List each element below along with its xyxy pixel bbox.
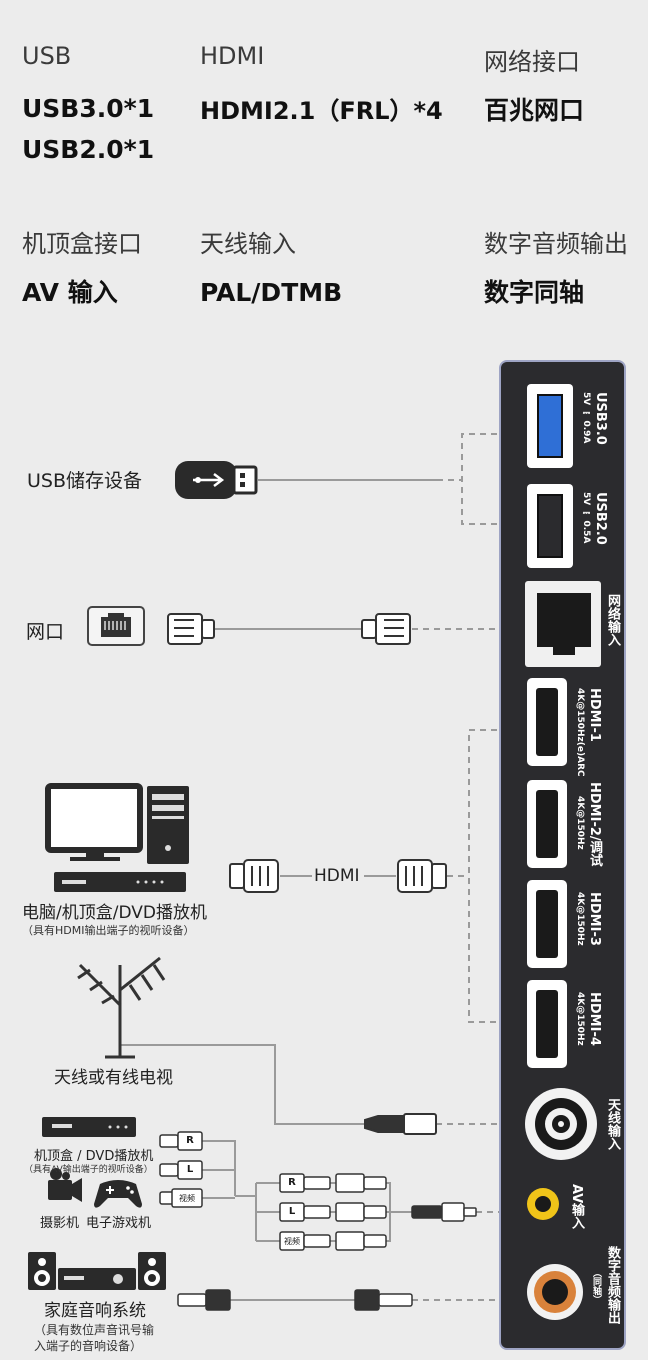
usb2-port-label: USB2.0	[593, 492, 608, 545]
hdmi-dashed-bracket	[468, 729, 497, 1023]
usb2-tongue-icon	[537, 494, 563, 558]
rj45-plug-left-icon	[167, 613, 215, 645]
spec-value: USB3.0*1	[22, 94, 155, 123]
hdmi1-port-spec: 4K@150Hz(e)ARC	[575, 688, 585, 777]
computer-sublabel: （具有HDMI输出端子的视听设备）	[22, 924, 195, 937]
rca-l-label: L	[288, 1206, 296, 1217]
antenna-port-label: 天线输入	[605, 1098, 620, 1150]
hdmi2-port-label: HDMI-2/调试	[587, 782, 602, 867]
hdmi2-port-spec: 4K@150Hz	[575, 796, 585, 850]
spec-label: USB	[22, 42, 72, 70]
usb2-port-spec: 5V ⎓ 0.5A	[581, 492, 591, 544]
hdmi4-port-label: HDMI-4	[587, 992, 602, 1046]
rca-right-bundle	[386, 1182, 412, 1242]
rca-plug-icon	[279, 1202, 331, 1222]
rca-left-bundle	[202, 1140, 256, 1199]
settop-label: 机顶盒 / DVD播放机	[34, 1149, 154, 1164]
settop-sublabel: （具有AV输出端子的视听设备）	[24, 1165, 153, 1175]
rj45-plug-right-icon	[361, 613, 411, 645]
rca-plug-icon	[335, 1202, 387, 1222]
tv-rear-panel: USB3.0 5V ⎓ 0.9A USB2.0 5V ⎓ 0.5A 网络输入 H…	[499, 360, 626, 1350]
antenna-icon	[77, 956, 166, 1059]
settop-box-icon	[42, 1117, 136, 1137]
antenna-cable	[120, 1044, 365, 1125]
coax-plug-right-icon	[354, 1289, 413, 1311]
rca-plug-icon	[159, 1131, 203, 1151]
antenna-label: 天线或有线电视	[54, 1068, 173, 1088]
digital-audio-port[interactable]	[527, 1264, 583, 1320]
antenna-plug-icon	[364, 1113, 437, 1135]
spec-value: PAL/DTMB	[200, 278, 343, 307]
hdmi4-port-spec: 4K@150Hz	[575, 992, 585, 1046]
spec-label: 机顶盒接口	[22, 230, 142, 258]
speaker-system-icon	[28, 1252, 166, 1290]
hdmi-cable-label: HDMI	[314, 866, 360, 886]
home-audio-sublabel: （具有数位声音讯号输	[34, 1323, 155, 1337]
rj45-socket-icon	[537, 593, 591, 647]
lan-port-label: 网络输入	[605, 594, 620, 646]
usb-stick-icon	[175, 461, 258, 499]
rca-r-label: R	[288, 1177, 296, 1188]
digital-audio-port-spec: （同轴）	[591, 1268, 601, 1304]
hdmi1-port-label: HDMI-1	[587, 688, 602, 742]
spec-label: HDMI	[200, 42, 265, 70]
rca-video-label: 视频	[179, 1194, 195, 1203]
hdmi-socket-icon	[536, 990, 558, 1058]
rca-plug-icon	[279, 1231, 331, 1251]
av-port-label: AV输入	[569, 1184, 584, 1230]
hdmi2-port[interactable]	[527, 780, 567, 868]
hdmi3-port[interactable]	[527, 880, 567, 968]
rca-plug-icon	[159, 1160, 203, 1180]
antenna-port[interactable]	[525, 1088, 597, 1160]
home-audio-label: 家庭音响系统	[44, 1301, 146, 1321]
usb-storage-label: USB储存设备	[27, 470, 143, 492]
rca-l-label: L	[186, 1164, 194, 1175]
spec-value: AV 输入	[22, 278, 118, 307]
hdmi-socket-icon	[536, 890, 558, 958]
usb3-tongue-icon	[537, 394, 563, 458]
spec-value: USB2.0*1	[22, 135, 155, 164]
usb3-port-spec: 5V ⎓ 0.9A	[581, 392, 591, 444]
home-audio-sublabel: 入端子的音响设备）	[34, 1339, 143, 1353]
hdmi4-port[interactable]	[527, 980, 567, 1068]
gamepad-icon	[94, 1180, 142, 1208]
rca-plug-icon	[335, 1173, 387, 1193]
spec-value: HDMI2.1（FRL）*4	[200, 97, 443, 125]
spec-value: 数字同轴	[484, 278, 585, 307]
usb3-port-label: USB3.0	[593, 392, 608, 445]
av-port[interactable]	[527, 1188, 559, 1220]
ethernet-port-icon	[87, 606, 145, 646]
hdmi-socket-icon	[536, 790, 558, 858]
usb3-port[interactable]	[527, 384, 573, 468]
av-plug-icon	[411, 1202, 477, 1222]
rca-plug-icon	[335, 1231, 387, 1251]
camcorder-icon	[48, 1168, 82, 1202]
lan-port[interactable]	[525, 581, 601, 667]
network-label: 网口	[26, 621, 65, 643]
computer-icon	[45, 783, 189, 892]
spec-label: 数字音频输出	[484, 230, 628, 258]
rca-r-label: R	[186, 1135, 194, 1146]
spec-label: 天线输入	[200, 230, 296, 258]
usb2-port[interactable]	[527, 484, 573, 568]
hdmi-plug-left-icon	[229, 859, 279, 893]
rca-video-label: 视频	[284, 1237, 300, 1246]
hdmi3-port-spec: 4K@150Hz	[575, 892, 585, 946]
hdmi-socket-icon	[536, 688, 558, 756]
hdmi3-port-label: HDMI-3	[587, 892, 602, 946]
computer-label: 电脑/机顶盒/DVD播放机	[22, 903, 207, 923]
spec-label: 网络接口	[484, 48, 580, 76]
hdmi1-port[interactable]	[527, 678, 567, 766]
usb-dashed-bracket	[461, 433, 497, 525]
digital-audio-port-label: 数字音频输出	[605, 1246, 620, 1324]
rca-plug-icon	[279, 1173, 331, 1193]
gamepad-label: 电子游戏机	[86, 1216, 152, 1231]
coax-plug-left-icon	[177, 1289, 231, 1311]
hdmi-plug-right-icon	[397, 859, 447, 893]
rca-plug-icon	[159, 1188, 203, 1208]
spec-value: 百兆网口	[484, 96, 585, 125]
camera-label: 摄影机	[40, 1216, 80, 1231]
